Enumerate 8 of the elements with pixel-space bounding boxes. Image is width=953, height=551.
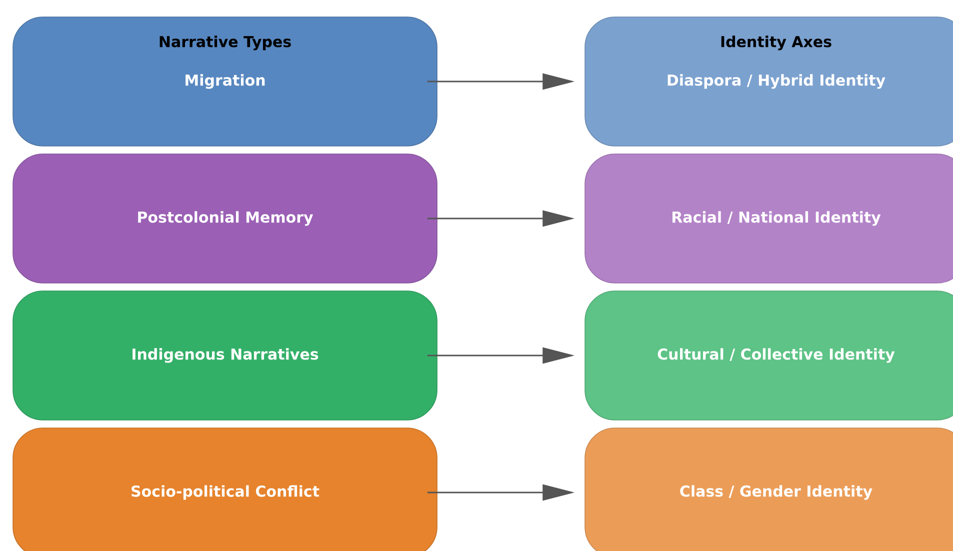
rounded-box: Narrative Types Migration: [12, 16, 438, 146]
rounded-box: Identity Axes Diaspora / Hybrid Identity: [584, 16, 953, 146]
rounded-box: Socio-political Conflict: [12, 428, 438, 551]
rounded-box: Postcolonial Memory: [12, 154, 438, 284]
rounded-box: Cultural / Collective Identity: [584, 290, 953, 420]
rounded-box: Class / Gender Identity: [584, 428, 953, 551]
rounded-box: Indigenous Narratives: [12, 290, 438, 420]
rounded-box: Racial / National Identity: [584, 154, 953, 284]
